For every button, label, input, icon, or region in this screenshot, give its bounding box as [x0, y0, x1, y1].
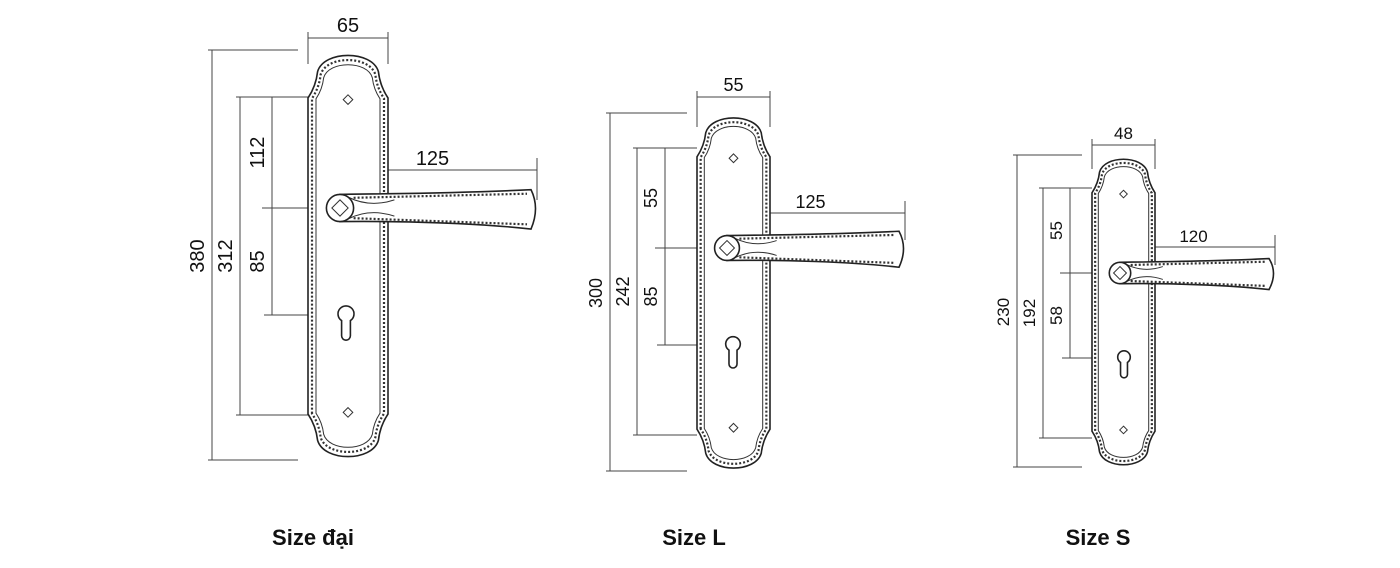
lever-length-label: 125 — [416, 148, 449, 170]
handle-to-key-label: 85 — [641, 286, 661, 306]
lever-neck — [347, 196, 395, 220]
top-to-handle-label: 55 — [1047, 221, 1066, 240]
width-label: 55 — [723, 75, 743, 95]
rosette — [713, 234, 741, 262]
size-caption: Size L — [662, 525, 726, 550]
screw-icon — [728, 422, 739, 433]
width-label: 65 — [337, 15, 359, 37]
lever-length-label: 125 — [795, 192, 825, 212]
lever-ornament — [739, 233, 896, 240]
lever-neck — [734, 237, 777, 259]
rosette-ornament-icon — [718, 239, 736, 257]
lever-ornament — [353, 192, 528, 199]
lever-handle — [1119, 257, 1275, 291]
rosette-ornament-icon — [1112, 265, 1128, 281]
backplate-ornament — [699, 121, 768, 465]
backplate-ornament — [310, 58, 386, 454]
total-height-label: 230 — [994, 298, 1013, 326]
screw-icon — [728, 153, 739, 164]
lever-neck — [1126, 263, 1163, 283]
handle-to-key-label: 58 — [1047, 306, 1066, 325]
size-caption: Size đại — [272, 525, 354, 550]
screw-spacing-label: 242 — [613, 276, 633, 306]
backplate-inner-border — [703, 126, 764, 460]
backplate-inner-border — [1097, 166, 1150, 458]
total-height-label: 300 — [586, 278, 606, 308]
size-caption: Size S — [1066, 525, 1131, 550]
total-height-label: 380 — [187, 239, 209, 272]
backplate-ornament — [1094, 161, 1153, 463]
top-to-handle-label: 55 — [641, 188, 661, 208]
screw-spacing-label: 312 — [215, 239, 237, 272]
screw-spacing-label: 192 — [1020, 299, 1039, 327]
lever-length-label: 120 — [1179, 227, 1207, 246]
rosette — [325, 193, 355, 223]
lever-handle — [339, 188, 537, 230]
keyhole-icon — [724, 335, 742, 369]
screw-icon — [342, 406, 354, 418]
lever-ornament — [739, 256, 896, 264]
keyhole-icon — [337, 305, 355, 341]
rosette-ornament-icon — [331, 199, 349, 217]
screw-icon — [1119, 189, 1128, 199]
screw-icon — [1119, 425, 1128, 435]
backplate-inner-border — [315, 64, 381, 448]
handle-to-key-label: 85 — [247, 250, 269, 272]
backplate — [1091, 158, 1156, 466]
lever-handle — [726, 230, 905, 269]
rosette — [1108, 261, 1132, 285]
top-to-handle-label: 112 — [247, 137, 269, 169]
backplate — [307, 54, 389, 458]
width-label: 48 — [1114, 124, 1133, 143]
keyhole-icon — [1116, 350, 1132, 379]
lever-ornament — [353, 217, 528, 226]
backplate — [696, 117, 771, 469]
screw-icon — [342, 94, 354, 106]
